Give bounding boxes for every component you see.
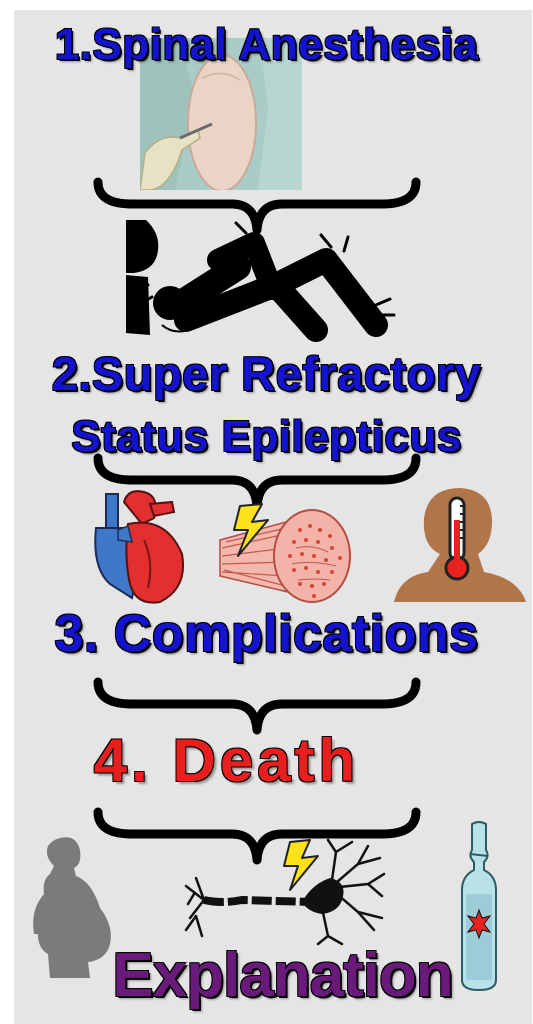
heart-icon xyxy=(88,488,188,604)
step-2-title-line-1: 2.Super Refractory xyxy=(0,346,533,401)
muscle-fiber-icon xyxy=(216,500,356,604)
seizure-figure-icon xyxy=(126,215,396,345)
step-4-title: 4. Death xyxy=(0,726,493,795)
step-1-title: 1.Spinal Anesthesia xyxy=(0,20,533,70)
step-3-title: 3. Complications xyxy=(0,604,533,664)
neuron-icon xyxy=(182,838,388,946)
explanation-title: Explanation xyxy=(16,940,533,1011)
fever-head-icon xyxy=(394,484,526,602)
